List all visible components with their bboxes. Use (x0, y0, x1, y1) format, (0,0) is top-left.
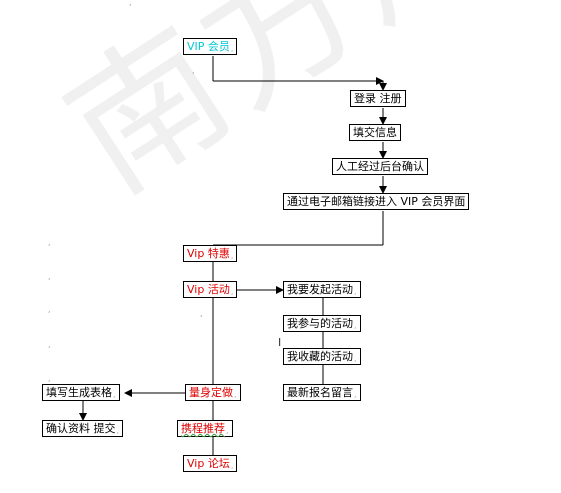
paragraph-mark: , (48, 238, 51, 247)
node-joined-activity: 我参与的活动, (283, 315, 361, 332)
node-label: Vip 活动 (187, 283, 230, 296)
node-label: VIP 会员 (187, 40, 230, 53)
node-custom-made: 量身定做, (185, 384, 241, 401)
node-vip-special: Vip 特惠, (183, 245, 238, 262)
node-label: 携程推荐 (181, 422, 225, 435)
node-label: 登录 注册 (354, 92, 402, 105)
node-label: 量身定做 (189, 386, 233, 399)
node-confirm-submit: 确认资料 提交, (42, 420, 124, 437)
paragraph-mark: , (48, 374, 51, 383)
node-login-register: 登录 注册 (350, 90, 406, 107)
node-latest-signup: 最新报名留言, (283, 384, 361, 401)
node-label: 我收藏的活动 (287, 350, 353, 363)
paragraph-mark: , (48, 305, 51, 314)
node-vip-forum: Vip 论坛, (183, 455, 238, 472)
node-submit-info: 填交信息 (349, 124, 401, 141)
node-start-activity: 我要发起活动, (283, 281, 361, 298)
node-label: 最新报名留言 (287, 386, 353, 399)
node-label: 确认资料 提交 (46, 422, 116, 435)
node-label: 我参与的活动 (287, 317, 353, 330)
paragraph-mark: , (200, 309, 203, 318)
paragraph-mark: , (48, 340, 51, 349)
node-vip-activity: Vip 活动, (183, 281, 238, 298)
node-fill-form: 填写生成表格, (42, 384, 120, 401)
node-email-link: 通过电子邮箱链接进入 VIP 会员界面 (283, 193, 470, 210)
paragraph-mark: , (129, 0, 132, 7)
node-backend-confirm: 人工经过后台确认 (332, 158, 428, 175)
node-label: 人工经过后台确认 (336, 160, 424, 173)
node-label: Vip 论坛 (187, 457, 230, 470)
node-label: 我要发起活动 (287, 283, 353, 296)
node-label: 通过电子邮箱链接进入 VIP 会员界面 (287, 195, 466, 208)
node-trip-recommend: 携程推荐, (177, 420, 233, 437)
node-vip-member: VIP 会员, (183, 38, 238, 55)
node-saved-activity: 我收藏的活动, (283, 348, 361, 365)
node-label: 填交信息 (353, 126, 397, 139)
paragraph-mark: , (48, 272, 51, 281)
node-label: 填写生成表格 (46, 386, 112, 399)
node-label: Vip 特惠 (187, 247, 230, 260)
text-cursor-icon: Ⅰ (278, 336, 282, 349)
paragraph-mark: , (192, 66, 195, 75)
